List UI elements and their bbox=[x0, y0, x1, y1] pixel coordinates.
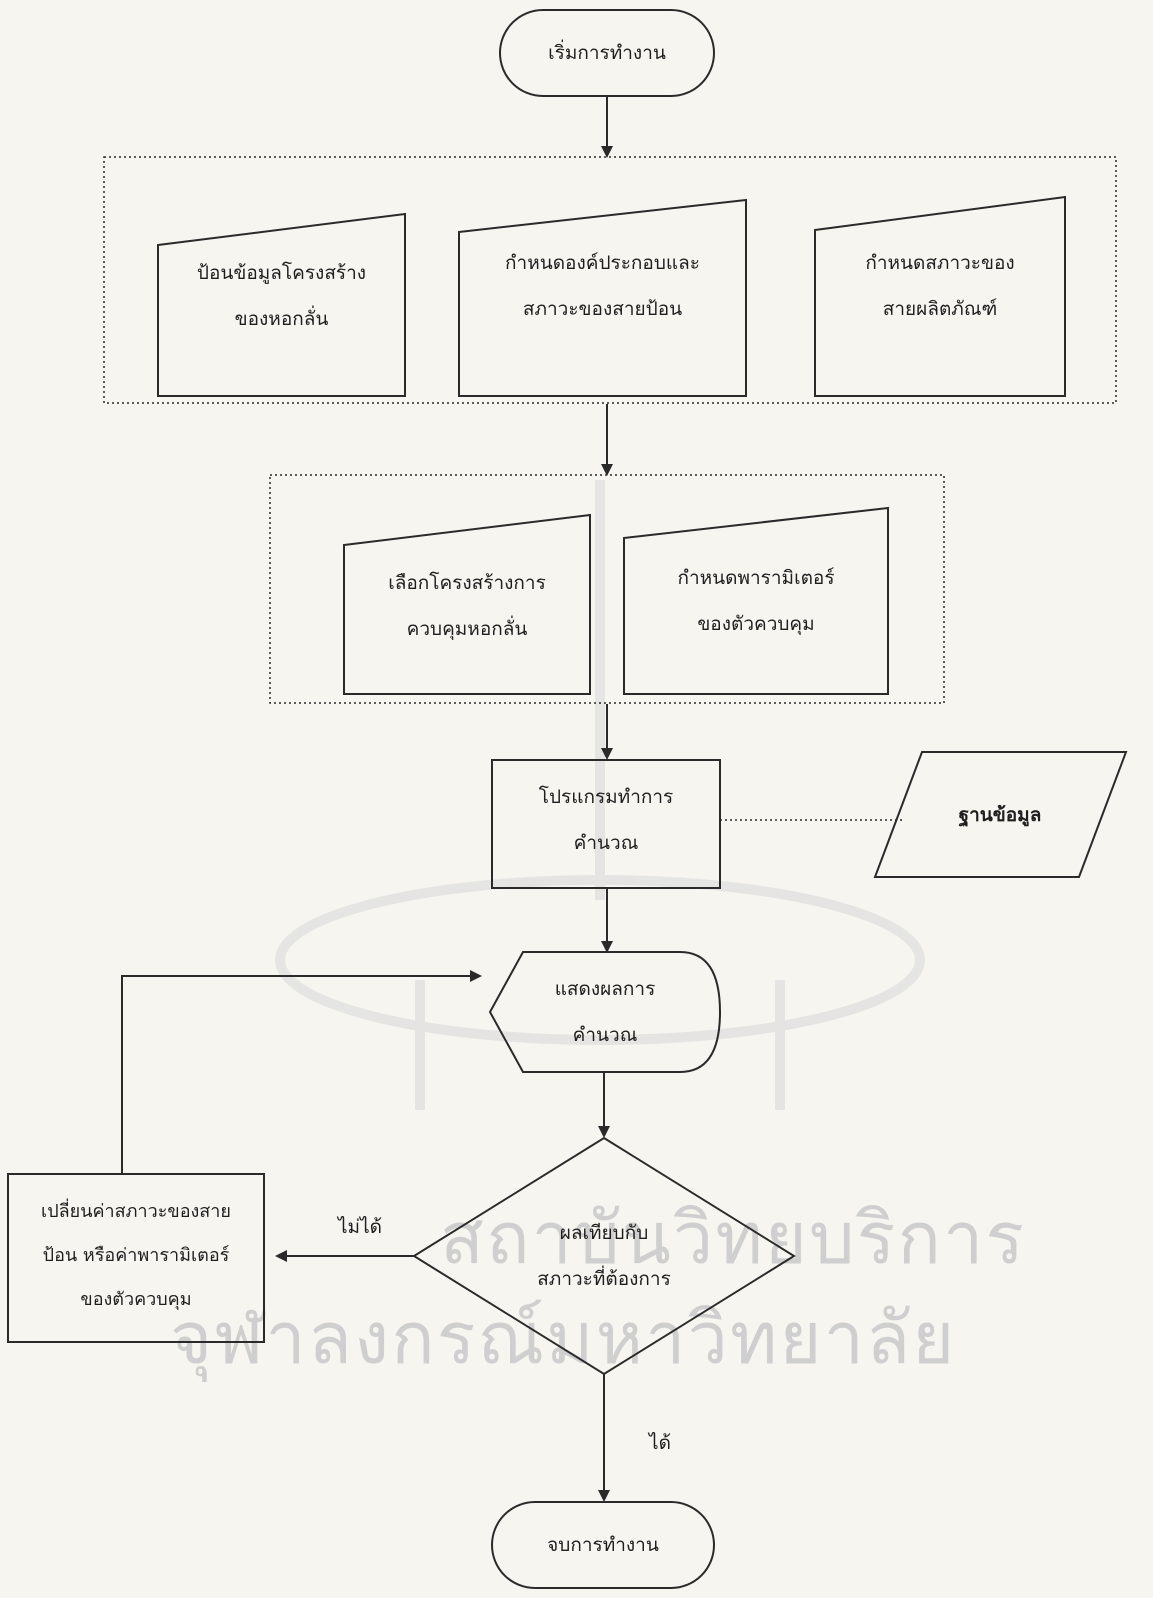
controller-params-line-1: กำหนดพารามิเตอร์ bbox=[677, 567, 835, 589]
display-shape bbox=[488, 951, 722, 1073]
controller-params-shape bbox=[623, 506, 889, 695]
product-spec-line-2: สายผลิตภัณฑ์ bbox=[882, 298, 998, 320]
program-line-1: โปรแกรมทำการ bbox=[538, 786, 674, 808]
adjust-line-1: เปลี่ยนค่าสภาวะของสาย bbox=[41, 1201, 231, 1222]
start-label: เริ่มการทำงาน bbox=[548, 42, 666, 64]
feed-spec-shape bbox=[458, 198, 747, 397]
input-structure-line-2: ของหอกลั่น bbox=[234, 308, 329, 330]
input-group-box bbox=[103, 156, 1117, 404]
controller-params-line-2: ของตัวควบคุม bbox=[697, 613, 815, 635]
input-structure-line-1: ป้อนข้อมูลโครงสร้าง bbox=[196, 262, 367, 284]
decision-line-2: สภาวะที่ต้องการ bbox=[537, 1268, 671, 1290]
feed-spec-line-2: สภาวะของสายป้อน bbox=[522, 298, 683, 320]
watermark-line-2: จุฬาลงกรณ์มหาวิทยาลัย bbox=[170, 1299, 957, 1379]
watermark-line-1: สถาบันวิทยบริการ bbox=[440, 1199, 1027, 1279]
loop-back-line bbox=[121, 970, 482, 1174]
adjust-line-3: ของตัวควบคุม bbox=[80, 1289, 192, 1310]
adjust-line-2: ป้อน หรือค่าพารามิเตอร์ bbox=[42, 1245, 230, 1266]
end-terminator bbox=[491, 1501, 715, 1589]
control-structure-line-2: ควบคุมหอกลั่น bbox=[406, 618, 528, 640]
display-line-1: แสดงผลการ bbox=[554, 978, 656, 1000]
input-structure-shape bbox=[157, 212, 406, 397]
controller-params-label: กำหนดพารามิเตอร์ ของตัวควบคุม bbox=[624, 555, 888, 647]
product-spec-label: กำหนดสภาวะของ สายผลิตภัณฑ์ bbox=[815, 240, 1065, 332]
edge-yes-label: ได้ bbox=[649, 1432, 671, 1454]
adjust-label: เปลี่ยนค่าสภาวะของสาย ป้อน หรือค่าพารามิ… bbox=[8, 1190, 264, 1322]
end-label: จบการทำงาน bbox=[547, 1534, 659, 1556]
control-structure-shape bbox=[343, 513, 591, 695]
decision-label: ผลเทียบกับ สภาวะที่ต้องการ bbox=[474, 1210, 734, 1302]
product-spec-line-1: กำหนดสภาวะของ bbox=[865, 252, 1015, 274]
edge-no-label: ไม่ได้ bbox=[338, 1216, 382, 1238]
control-structure-label: เลือกโครงสร้างการ ควบคุมหอกลั่น bbox=[344, 560, 590, 652]
input-structure-label: ป้อนข้อมูลโครงสร้าง ของหอกลั่น bbox=[158, 250, 405, 342]
decision-line-1: ผลเทียบกับ bbox=[559, 1222, 649, 1244]
database-label: ฐานข้อมูล bbox=[958, 804, 1042, 826]
display-line-2: คำนวณ bbox=[572, 1024, 638, 1046]
display-label: แสดงผลการ คำนวณ bbox=[500, 966, 710, 1058]
control-structure-line-1: เลือกโครงสร้างการ bbox=[388, 572, 546, 594]
seal-watermark bbox=[275, 480, 925, 1110]
feed-spec-line-1: กำหนดองค์ประกอบและ bbox=[505, 252, 700, 274]
program-label: โปรแกรมทำการ คำนวณ bbox=[492, 774, 720, 866]
control-group-box bbox=[269, 474, 945, 704]
feed-spec-label: กำหนดองค์ประกอบและ สภาวะของสายป้อน bbox=[459, 240, 746, 332]
adjust-process bbox=[7, 1173, 265, 1343]
program-line-2: คำนวณ bbox=[573, 832, 639, 854]
database-shape bbox=[873, 751, 1128, 878]
product-spec-shape bbox=[814, 195, 1066, 397]
